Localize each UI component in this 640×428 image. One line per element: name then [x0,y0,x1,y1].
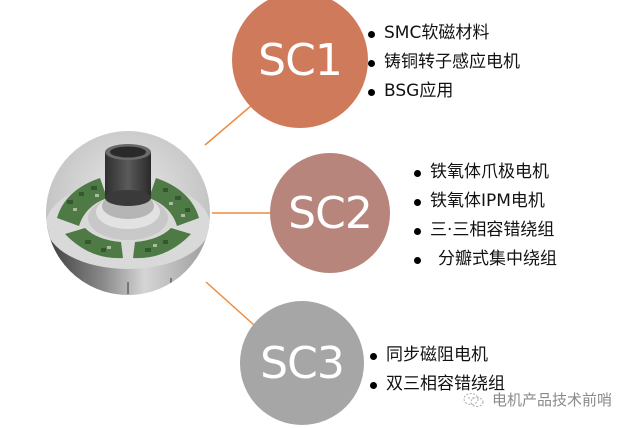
list-item: SMC软磁材料 [366,19,520,48]
wechat-icon [463,392,484,407]
watermark: 电机产品技术前哨 [462,389,612,410]
list-item: 三·三相容错绕组 [412,216,557,245]
list-item: 分瓣式集中绕组 [412,245,557,274]
node-sc2: SC2 [270,153,390,273]
connector-sc1 [204,104,253,146]
connector-sc3 [205,281,255,326]
motor-image [46,131,210,295]
list-item: 双三相容错绕组 [368,370,505,399]
node-sc1-label: SC1 [258,34,343,86]
node-sc1: SC1 [232,0,368,128]
list-item: 铸铜转子感应电机 [366,48,520,77]
list-item: 铁氧体爪极电机 [412,158,557,187]
list-item: BSG应用 [366,77,520,106]
list-item: 同步磁阻电机 [368,341,505,370]
sc3-item-list: 同步磁阻电机 双三相容错绕组 [368,341,505,399]
node-sc3: SC3 [240,301,364,425]
list-item: 铁氧体IPM电机 [412,187,557,216]
watermark-text: 电机产品技术前哨 [492,391,613,409]
node-sc3-label: SC3 [260,337,345,389]
sc2-item-list: 铁氧体爪极电机 铁氧体IPM电机 三·三相容错绕组 分瓣式集中绕组 [412,158,557,274]
node-sc2-label: SC2 [288,187,373,239]
sc1-item-list: SMC软磁材料 铸铜转子感应电机 BSG应用 [366,19,520,106]
